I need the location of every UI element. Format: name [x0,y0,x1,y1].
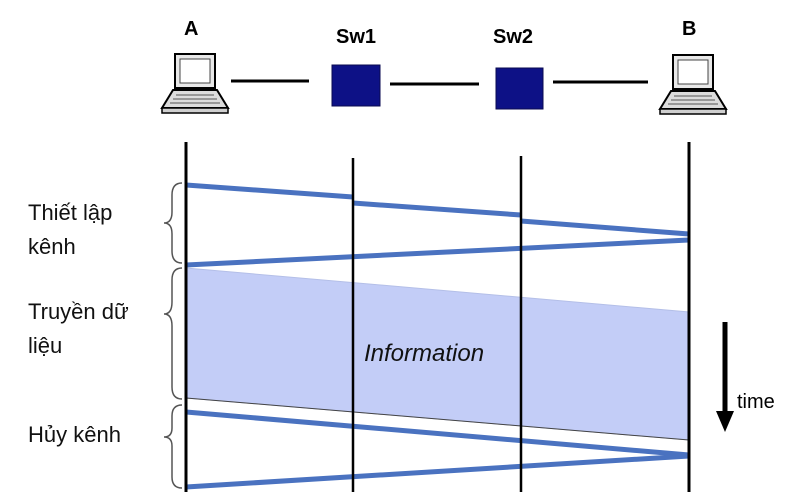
switch-icon [331,64,381,107]
node-label-b: B [682,18,697,40]
switch-icon [495,67,544,110]
teardown-ack-b-a [185,453,690,490]
setup-ack-b-a [185,237,690,268]
node-label-sw2: Sw2 [493,26,534,48]
node-label-a: A [184,18,199,40]
brace-teardown [163,404,183,489]
setup-request-sw1-sw2 [352,200,522,218]
node-label-sw1: Sw1 [336,26,377,48]
brace-transfer [163,267,183,400]
phase-label-transfer: Truyền dữ liệu [28,299,129,358]
laptop-icon [160,53,230,114]
laptop-icon [658,54,728,115]
brace-setup [163,182,183,264]
data-band-trail-edge [185,397,690,441]
information-label: Information [364,340,485,367]
time-arrow-head [716,411,734,432]
teardown-request-a-b [185,409,690,458]
phase-label-teardown: Hủy kênh [28,422,121,447]
setup-request-a-sw1 [185,182,354,200]
phase-label-setup: Thiết lập kênh [28,200,113,259]
time-label: time [737,391,775,413]
setup-request-sw2-b [520,218,690,237]
